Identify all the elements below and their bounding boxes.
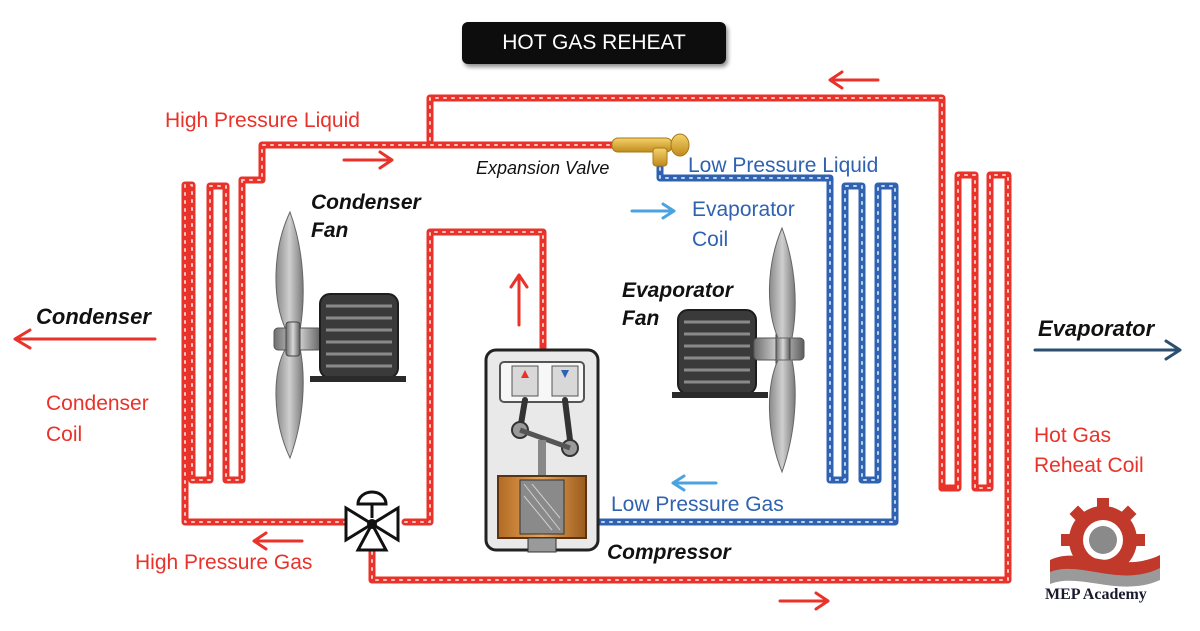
- hot-gas-reheat-coil-label-line2: Reheat Coil: [1034, 454, 1144, 477]
- low-pressure-gas-label: Low Pressure Gas: [611, 493, 784, 516]
- three-way-valve: [344, 490, 400, 552]
- high-pressure-liquid-label: High Pressure Liquid: [165, 109, 360, 132]
- expansion-valve-label: Expansion Valve: [476, 158, 610, 178]
- hot-refrigerant-lines: [181, 94, 1012, 584]
- condenser-fan-label-line2: Fan: [311, 219, 349, 242]
- low-pressure-liquid-label: Low Pressure Liquid: [688, 154, 879, 177]
- arrow-lp-gas-left: [671, 474, 718, 492]
- compressor-body: [484, 348, 600, 553]
- condenser-fan-blade-bottom: [275, 347, 304, 460]
- compressor-label: Compressor: [607, 541, 731, 564]
- mep-academy-logo-text: MEP Academy: [1045, 586, 1147, 603]
- condenser-air-arrow: [13, 328, 157, 350]
- evaporator-fan: [672, 226, 805, 474]
- evaporator-fan-label-line1: Evaporator: [622, 279, 733, 302]
- evaporator-fan-blade-bottom: [768, 359, 796, 474]
- diagram-title: HOT GAS REHEAT: [462, 22, 726, 64]
- arrow-discharge-up: [509, 273, 529, 327]
- arrow-top-left: [828, 70, 880, 90]
- high-pressure-gas-label: High Pressure Gas: [135, 551, 313, 574]
- cold-refrigerant-lines: [591, 156, 899, 526]
- expansion-valve-body: [611, 133, 690, 167]
- arrow-evap-coil: [630, 202, 676, 220]
- flow-arrows: [13, 70, 1182, 611]
- evaporator-fan-label-line2: Fan: [622, 307, 660, 330]
- evaporator-label: Evaporator: [1038, 316, 1155, 341]
- arrow-gas-left: [252, 531, 304, 551]
- condenser-coil-label-line1: Condenser: [46, 392, 149, 415]
- condenser-fan: [273, 210, 406, 460]
- mep-academy-logo-mark: [1050, 498, 1160, 587]
- condenser-fan-blade-top: [275, 210, 304, 331]
- evaporator-coil-label-line2: Coil: [692, 228, 729, 251]
- condenser-label: Condenser: [36, 304, 151, 329]
- evaporator-coil-label-line1: Evaporator: [692, 198, 795, 221]
- hot-gas-reheat-coil-label-line1: Hot Gas: [1034, 424, 1112, 447]
- evaporator-air-arrow: [1033, 339, 1182, 361]
- condenser-coil-label-line2: Coil: [46, 423, 83, 446]
- arrow-liquid-right: [342, 150, 394, 170]
- condenser-fan-label-line1: Condenser: [311, 191, 421, 214]
- evaporator-fan-blade-top: [768, 226, 796, 339]
- arrow-bottom-right: [778, 591, 830, 611]
